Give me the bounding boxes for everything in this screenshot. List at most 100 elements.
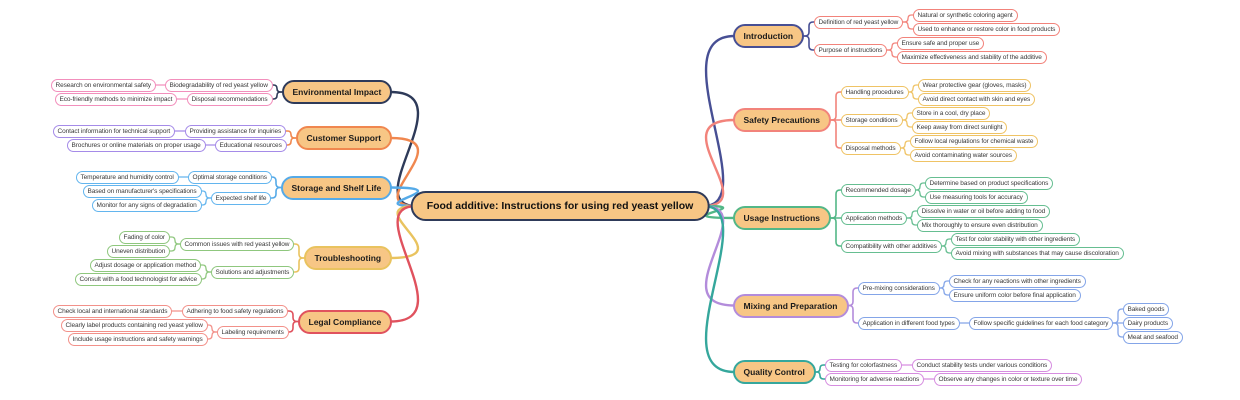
node-fading-of-color[interactable]: Fading of color: [118, 230, 170, 244]
node-avoid-direct-contact-with-skin-and-eyes[interactable]: Avoid direct contact with skin and eyes: [917, 92, 1036, 106]
node-consult-with-a-food-technologist-for-advice[interactable]: Consult with a food technologist for adv…: [74, 272, 202, 286]
link: [939, 245, 953, 254]
node-observe-any-changes-in-color-or-texture-over-time[interactable]: Observe any changes in color or texture …: [933, 372, 1083, 386]
node-optimal-storage-conditions[interactable]: Optimal storage conditions: [187, 170, 272, 184]
branch-environmental-impact[interactable]: Environmental Impact: [281, 80, 393, 104]
node-check-for-any-reactions-with-other-ingredients[interactable]: Check for any reactions with other ingre…: [948, 274, 1086, 288]
node-avoid-contaminating-water-sources[interactable]: Avoid contaminating water sources: [909, 148, 1017, 162]
link: [199, 190, 213, 199]
node-application-methods[interactable]: Application methods: [840, 211, 908, 225]
link: [702, 118, 736, 208]
node-meat-and-seafood[interactable]: Meat and seafood: [1122, 330, 1183, 344]
node-disposal-methods[interactable]: Disposal methods: [840, 141, 901, 155]
node-compatibility-with-other-additives[interactable]: Compatibility with other additives: [840, 239, 942, 253]
node-definition-of-red-yeast-yellow[interactable]: Definition of red yeast yellow: [813, 15, 904, 29]
branch-usage-instructions[interactable]: Usage Instructions: [732, 206, 832, 230]
node-adjust-dosage-or-application-method[interactable]: Adjust dosage or application method: [89, 258, 202, 272]
node-testing-for-colorfastness[interactable]: Testing for colorfastness: [824, 358, 903, 372]
link: [292, 257, 306, 273]
link: [846, 287, 860, 307]
node-expected-shelf-life[interactable]: Expected shelf life: [210, 191, 272, 205]
node-monitor-for-any-signs-of-degradation[interactable]: Monitor for any signs of degradation: [91, 198, 202, 212]
node-biodegradability-of-red-yeast-yellow[interactable]: Biodegradability of red yeast yellow: [164, 78, 273, 92]
node-adhering-to-food-safety-regulations[interactable]: Adhering to food safety regulations: [181, 304, 289, 318]
node-research-on-environmental-safety[interactable]: Research on environmental safety: [50, 78, 156, 92]
link: [900, 112, 914, 121]
link: [284, 137, 298, 146]
link: [702, 34, 736, 208]
node-follow-local-regulations-for-chemical-waste[interactable]: Follow local regulations for chemical wa…: [909, 134, 1039, 148]
node-used-to-enhance-or-restore-color-in-food-products[interactable]: Used to enhance or restore color in food…: [912, 22, 1061, 36]
node-store-in-a-cool-dry-place[interactable]: Store in a cool, dry place: [911, 106, 991, 120]
branch-troubleshooting[interactable]: Troubleshooting: [303, 246, 393, 270]
branch-customer-support[interactable]: Customer Support: [295, 126, 393, 150]
node-solutions-and-adjustments[interactable]: Solutions and adjustments: [210, 265, 295, 279]
node-dairy-products[interactable]: Dairy products: [1122, 316, 1174, 330]
node-disposal-recommendations[interactable]: Disposal recommendations: [186, 92, 273, 106]
link: [898, 140, 912, 149]
branch-mixing-and-preparation[interactable]: Mixing and Preparation: [732, 293, 849, 318]
node-natural-or-synthetic-coloring-agent[interactable]: Natural or synthetic coloring agent: [912, 8, 1018, 22]
node-storage-conditions[interactable]: Storage conditions: [840, 113, 903, 127]
link: [898, 147, 912, 156]
node-maximize-effectiveness-and-stability-of-the-additive[interactable]: Maximize effectiveness and stability of …: [896, 50, 1047, 64]
node-monitoring-for-adverse-reactions[interactable]: Monitoring for adverse reactions: [824, 372, 925, 386]
node-temperature-and-humidity-control[interactable]: Temperature and humidity control: [75, 170, 179, 184]
branch-storage-and-shelf-life[interactable]: Storage and Shelf Life: [280, 175, 393, 200]
branch-introduction[interactable]: Introduction: [732, 24, 805, 48]
node-recommended-dosage[interactable]: Recommended dosage: [840, 183, 916, 197]
link: [389, 204, 419, 260]
link: [286, 310, 300, 323]
node-ensure-uniform-color-before-final-application[interactable]: Ensure uniform color before final applic…: [948, 288, 1081, 302]
node-conduct-stability-tests-under-various-conditions[interactable]: Conduct stability tests under various co…: [911, 358, 1053, 372]
node-common-issues-with-red-yeast-yellow[interactable]: Common issues with red yeast yellow: [179, 237, 295, 251]
link: [205, 324, 219, 333]
link: [199, 264, 213, 273]
node-brochures-or-online-materials-on-proper-usage[interactable]: Brochures or online materials on proper …: [66, 138, 206, 152]
link: [702, 204, 736, 220]
link: [913, 189, 927, 198]
node-determine-based-on-product-specifications[interactable]: Determine based on product specification…: [924, 176, 1054, 190]
node-providing-assistance-for-inquiries[interactable]: Providing assistance for inquiries: [184, 124, 287, 138]
node-keep-away-from-direct-sunlight[interactable]: Keep away from direct sunlight: [911, 120, 1008, 134]
node-baked-goods[interactable]: Baked goods: [1122, 302, 1170, 316]
node-mix-thoroughly-to-ensure-even-distribution[interactable]: Mix thoroughly to ensure even distributi…: [916, 218, 1043, 232]
node-include-usage-instructions-and-safety-warnings[interactable]: Include usage instructions and safety wa…: [67, 332, 208, 346]
node-pre-mixing-considerations[interactable]: Pre-mixing considerations: [857, 281, 940, 295]
node-test-for-color-stability-with-other-ingredients[interactable]: Test for color stability with other ingr…: [950, 232, 1081, 246]
link: [846, 304, 860, 324]
node-avoid-mixing-with-substances-that-may-cause-discoloration[interactable]: Avoid mixing with substances that may ca…: [950, 246, 1124, 260]
link: [1111, 322, 1125, 338]
node-use-measuring-tools-for-accuracy[interactable]: Use measuring tools for accuracy: [924, 190, 1028, 204]
branch-quality-control[interactable]: Quality Control: [732, 360, 816, 384]
link: [885, 49, 899, 58]
link: [702, 204, 736, 307]
link: [937, 280, 951, 289]
link: [829, 91, 843, 121]
node-purpose-of-instructions[interactable]: Purpose of instructions: [813, 43, 888, 57]
node-educational-resources[interactable]: Educational resources: [214, 138, 287, 152]
node-labeling-requirements[interactable]: Labeling requirements: [216, 325, 289, 339]
node-uneven-distribution[interactable]: Uneven distribution: [106, 244, 171, 258]
node-eco-friendly-methods-to-minimize-impact[interactable]: Eco-friendly methods to minimize impact: [54, 92, 178, 106]
link: [702, 204, 736, 374]
node-dissolve-in-water-or-oil-before-adding-to-food[interactable]: Dissolve in water or oil before adding t…: [916, 204, 1051, 218]
node-follow-specific-guidelines-for-each-food-category[interactable]: Follow specific guidelines for each food…: [968, 316, 1114, 330]
branch-legal-compliance[interactable]: Legal Compliance: [297, 309, 393, 334]
node-wear-protective-gear-gloves-masks[interactable]: Wear protective gear (gloves, masks): [917, 78, 1032, 92]
link: [199, 197, 213, 206]
central-topic[interactable]: Food additive: Instructions for using re…: [410, 191, 710, 221]
link: [937, 287, 951, 296]
link: [168, 243, 182, 252]
link: [205, 331, 219, 340]
link: [389, 136, 420, 208]
node-clearly-label-products-containing-red-yeast-yellow[interactable]: Clearly label products containing red ye…: [60, 318, 208, 332]
node-based-on-manufacturer-s-specifications[interactable]: Based on manufacturer's specifications: [82, 184, 202, 198]
node-contact-information-for-technical-support[interactable]: Contact information for technical suppor…: [52, 124, 176, 138]
link: [913, 182, 927, 191]
node-ensure-safe-and-proper-use[interactable]: Ensure safe and proper use: [896, 36, 985, 50]
node-check-local-and-international-standards[interactable]: Check local and international standards: [52, 304, 173, 318]
node-handling-procedures[interactable]: Handling procedures: [840, 85, 909, 99]
branch-safety-precautions[interactable]: Safety Precautions: [732, 108, 832, 132]
node-application-in-different-food-types[interactable]: Application in different food types: [857, 316, 960, 330]
